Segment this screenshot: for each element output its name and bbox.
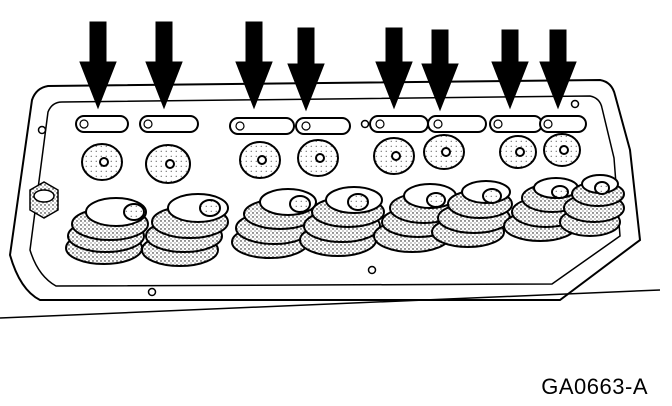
valve-spring-2 bbox=[141, 193, 229, 267]
valve-spring-6 bbox=[431, 180, 513, 248]
rocker-stud-4 bbox=[297, 139, 339, 177]
arrow-2 bbox=[145, 21, 183, 110]
rocker-slot-6 bbox=[427, 115, 487, 133]
valve-spring-4 bbox=[299, 186, 385, 257]
valve-spring-3 bbox=[231, 188, 317, 259]
rocker-stud-7 bbox=[499, 135, 537, 169]
arrow-5 bbox=[375, 27, 413, 110]
rocker-studs bbox=[81, 133, 581, 184]
slot-holes bbox=[79, 119, 553, 131]
arrow-3 bbox=[235, 21, 273, 110]
arrow-8 bbox=[539, 29, 577, 110]
rocker-slot-3 bbox=[229, 117, 295, 135]
arrow-7 bbox=[491, 29, 529, 110]
valve-spring-8 bbox=[559, 174, 625, 237]
arrow-4 bbox=[287, 27, 325, 112]
bolt-head bbox=[29, 181, 59, 219]
rocker-slots bbox=[75, 115, 587, 135]
rocker-slot-8 bbox=[539, 115, 587, 133]
arrow-1 bbox=[79, 21, 117, 110]
rocker-stud-8 bbox=[543, 133, 581, 167]
valve-spring-1 bbox=[65, 197, 149, 265]
pointer-arrows bbox=[79, 21, 577, 112]
rocker-slot-2 bbox=[139, 115, 199, 133]
arrow-6 bbox=[421, 29, 459, 112]
rocker-stud-2 bbox=[145, 144, 191, 184]
rocker-slot-1 bbox=[75, 115, 129, 133]
rocker-stud-1 bbox=[81, 143, 123, 181]
rail-bolt-holes bbox=[37, 99, 580, 297]
head-outline bbox=[0, 78, 661, 319]
valve-springs bbox=[65, 174, 625, 267]
figure-code-label: GA0663-A bbox=[541, 374, 648, 399]
rocker-slot-4 bbox=[295, 117, 351, 135]
rocker-stud-5 bbox=[373, 137, 415, 175]
rocker-stud-6 bbox=[423, 134, 465, 170]
rocker-stud-3 bbox=[239, 141, 281, 179]
